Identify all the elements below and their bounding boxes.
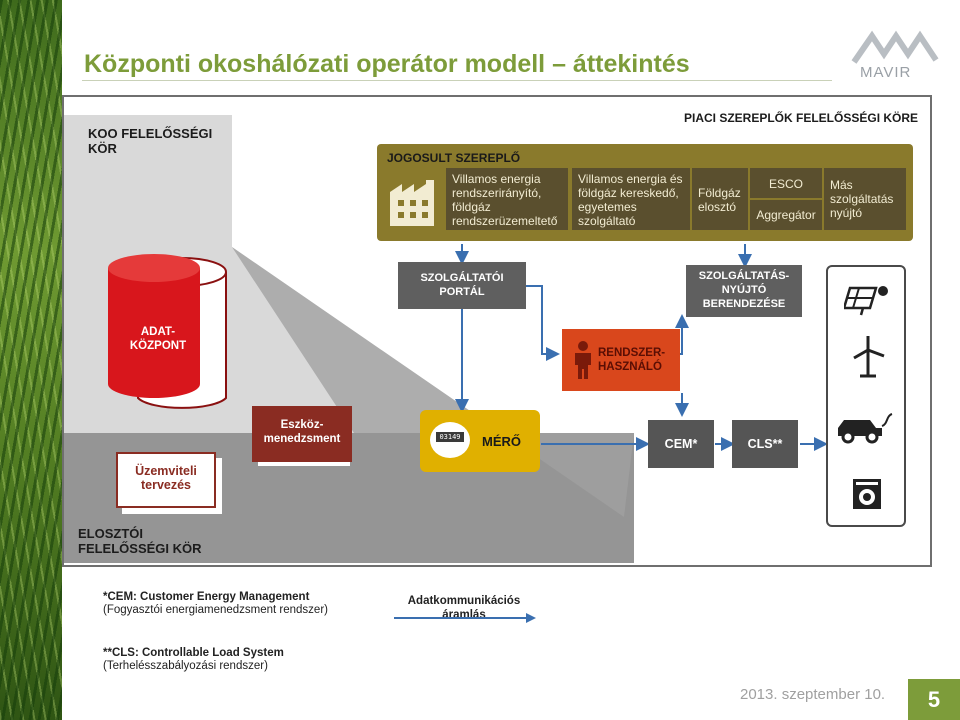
rendszerhasznalo-box[interactable]: RENDSZER-HASZNÁLÓ <box>562 329 680 391</box>
meter-display: 03149 <box>436 432 464 442</box>
washing-machine-icon <box>853 479 881 509</box>
factory-icon <box>390 180 434 226</box>
cem-legend: *CEM: Customer Energy Management (Fogyas… <box>103 591 353 617</box>
market-cell-mas-szolgaltato: Más szolgáltatás nyújtó <box>824 168 906 230</box>
cls-legend: **CLS: Controllable Load System (Terhelé… <box>103 647 363 673</box>
slide-title: Központi okoshálózati operátor modell – … <box>84 50 690 78</box>
market-cell-foldgaz-eloszto: Földgáz elosztó <box>692 168 748 230</box>
cem-button[interactable]: CEM* <box>648 420 714 468</box>
rendszerhasznalo-label: RENDSZER-HASZNÁLÓ <box>598 347 666 373</box>
grass-background <box>0 0 62 720</box>
cls-button[interactable]: CLS** <box>732 420 798 468</box>
electric-car-icon <box>838 413 893 444</box>
title-rule <box>82 80 832 81</box>
piaci-label: PIACI SZEREPLŐK FELELŐSSÉGI KÖRE <box>684 111 919 125</box>
szolgaltatasnyujto-berendezes[interactable]: SZOLGÁLTATÁS-NYÚJTÓ BERENDEZÉSE <box>686 265 802 317</box>
adatkozpont-label: ADAT-KÖZPONT <box>129 326 187 352</box>
meter-icon: 03149 <box>430 422 470 458</box>
flow-legend-arrow <box>394 613 536 623</box>
uzemviteli-tervezes-button[interactable]: Üzemviteli tervezés <box>116 452 216 508</box>
szolgaltatoi-portal[interactable]: SZOLGÁLTATÓI PORTÁL <box>398 262 526 309</box>
cem-legend-title: *CEM: Customer Energy Management <box>103 591 310 603</box>
slide-date: 2013. szeptember 10. <box>740 686 886 703</box>
eszkozmenedzsment-button[interactable]: Eszköz-menedzsment <box>252 406 352 462</box>
market-cell-esco: ESCO <box>750 168 822 198</box>
cls-legend-title: **CLS: Controllable Load System <box>103 647 284 659</box>
solar-panel-icon <box>844 286 888 316</box>
wind-turbine-icon <box>853 336 885 378</box>
logo-text: MAVIR <box>860 64 912 81</box>
data-center-cylinders <box>108 254 227 409</box>
mero-box[interactable]: 03149 MÉRŐ <box>420 410 540 472</box>
eloszto-label: ELOSZTÓI FELELŐSSÉGI KÖR <box>78 526 202 556</box>
mero-label: MÉRŐ <box>482 434 521 449</box>
market-cell-kereskedo: Villamos energia és földgáz kereskedő, e… <box>572 168 690 230</box>
cem-legend-desc: (Fogyasztói energiamenedzsment rendszer) <box>103 604 328 616</box>
koo-label: KOO FELELŐSSÉGI KÖR <box>88 126 213 156</box>
market-cell-aggregator: Aggregátor <box>750 200 822 230</box>
mavir-logo <box>851 30 939 64</box>
page-number: 5 <box>908 679 960 720</box>
cls-legend-desc: (Terhelésszabályozási rendszer) <box>103 660 268 672</box>
jogosult-label: JOGOSULT SZEREPLŐ <box>387 151 521 165</box>
market-cell-rendszeriranyito: Villamos energia rendszerirányító, földg… <box>446 168 568 230</box>
person-icon <box>575 341 591 379</box>
